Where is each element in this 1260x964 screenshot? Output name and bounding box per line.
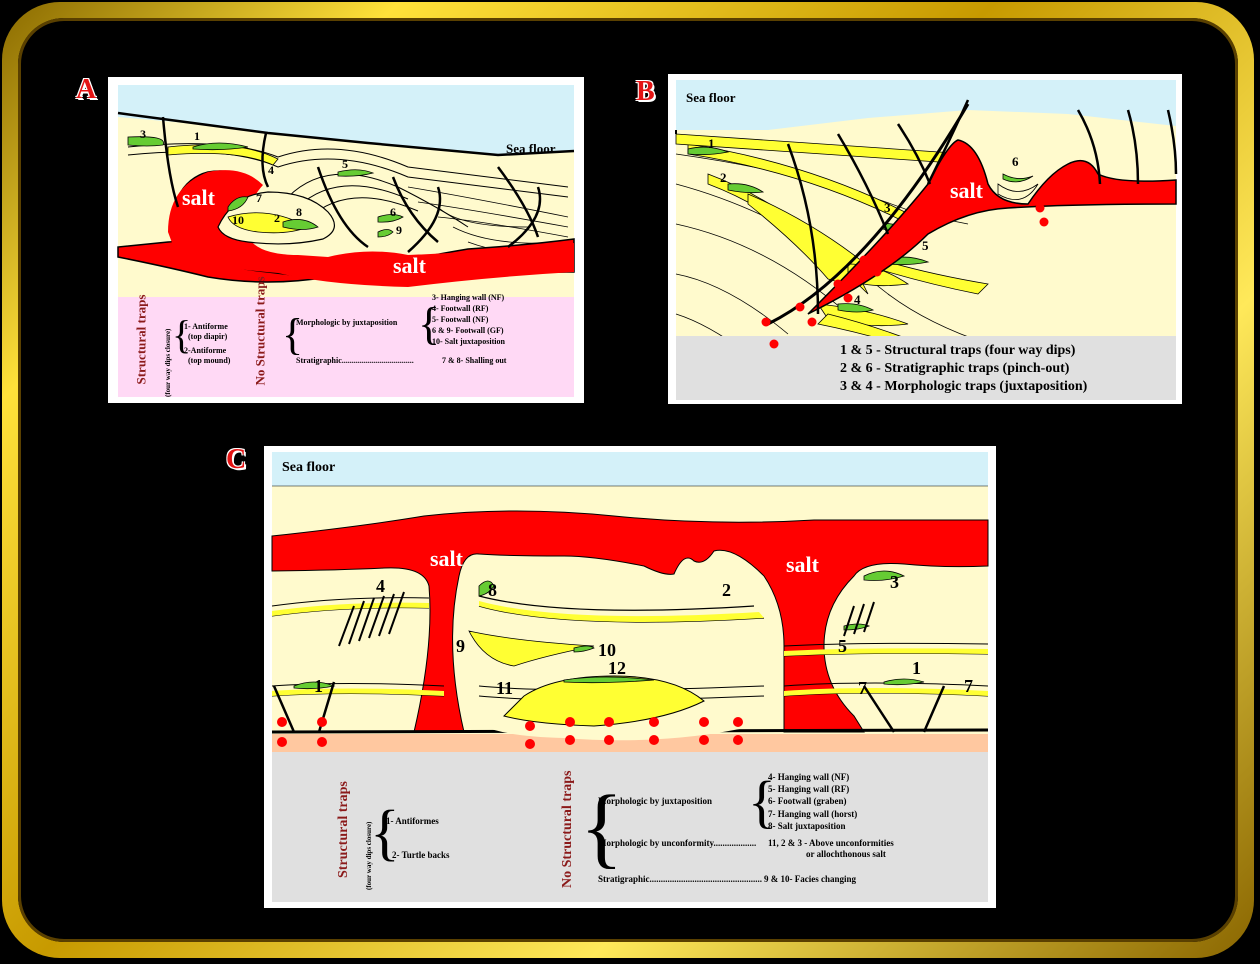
num-b-1: 1 xyxy=(708,136,715,151)
brace-c2: { xyxy=(580,778,624,877)
legend-b-line-3: 3 & 4 - Morphologic traps (juxtaposition… xyxy=(840,379,1088,394)
panel-a-letter: A xyxy=(76,74,97,105)
structural-traps-title-c: Structural traps xyxy=(336,781,351,878)
c-unconformity-label: Morphologic by unconformity.............… xyxy=(598,838,757,848)
panel-c-diagram xyxy=(271,452,989,902)
legend-a-bg xyxy=(118,297,574,397)
a-stratigraphic-label: Stratigraphic...........................… xyxy=(296,356,414,365)
c-stratigraphic-label: Stratigraphic...........................… xyxy=(598,874,762,884)
num-a-6: 6 xyxy=(390,205,396,219)
num-c-7a: 7 xyxy=(858,678,867,698)
a-struct-item-1: 1- Antiforme xyxy=(184,322,228,331)
num-a-9: 9 xyxy=(396,223,402,237)
num-c-10: 10 xyxy=(598,640,616,660)
a-stratigraphic-value: 7 & 8- Shalling out xyxy=(442,356,507,365)
c-morph-item-3: 6- Footwall (graben) xyxy=(768,796,847,806)
brace-c1: { xyxy=(370,799,400,867)
c-stratigraphic-value: 9 & 10- Facies changing xyxy=(764,874,856,884)
panel-a: salt salt Sea floor 3 1 4 5 7 10 2 8 6 9… xyxy=(108,77,584,403)
sea-floor-label-b: Sea floor xyxy=(686,90,736,105)
a-morph-item-1: 3- Hanging wall (NF) xyxy=(432,293,505,302)
c-morphologic-label: Morphologic by juxtaposition xyxy=(598,796,713,806)
c-unconformity-value-2: or allochthonous salt xyxy=(806,849,886,859)
sea-c xyxy=(272,452,988,486)
a-struct-item-4: (top mound) xyxy=(188,356,231,365)
sea-floor-label-c: Sea floor xyxy=(282,460,336,475)
num-c-7b: 7 xyxy=(964,676,973,696)
num-a-5: 5 xyxy=(342,157,348,171)
a-morphologic-label: Morphologic by juxtaposition xyxy=(296,318,398,327)
a-struct-item-2: (top diapir) xyxy=(188,332,228,341)
num-c-9: 9 xyxy=(456,636,465,656)
a-morph-item-4: 6 & 9- Footwall (GF) xyxy=(432,326,504,335)
panel-b: Sea floor salt 1 2 3 4 5 6 1 & 5 - Struc… xyxy=(668,74,1182,404)
num-c-5: 5 xyxy=(838,636,847,656)
num-c-1a: 1 xyxy=(314,676,323,696)
panel-b-letter: B xyxy=(636,76,655,107)
salt-label-c2: salt xyxy=(786,552,819,577)
num-b-6: 6 xyxy=(1012,154,1019,169)
num-b-2: 2 xyxy=(720,170,727,185)
structural-traps-title-a: Structural traps xyxy=(133,294,149,385)
brace-a3: { xyxy=(418,298,441,349)
salt-label-a2: salt xyxy=(393,253,426,278)
num-c-8: 8 xyxy=(488,580,497,600)
c-unconformity-value-1: 11, 2 & 3 - Above unconformities xyxy=(768,838,894,848)
structural-traps-sub-a: (four way dips closure) xyxy=(164,328,172,397)
num-c-2: 2 xyxy=(722,580,731,600)
num-c-4: 4 xyxy=(376,576,385,596)
num-a-1: 1 xyxy=(194,129,200,143)
num-c-11: 11 xyxy=(496,678,514,698)
salt-label-a1: salt xyxy=(182,185,215,210)
num-c-3: 3 xyxy=(890,572,899,592)
sea-b xyxy=(676,80,1176,130)
nonstructural-traps-title-a: No Structural traps xyxy=(252,276,268,386)
brace-a1: { xyxy=(172,312,192,357)
num-b-4: 4 xyxy=(854,292,861,307)
num-a-2: 2 xyxy=(274,211,280,225)
a-struct-item-3: 2-Antiforme xyxy=(184,346,227,355)
a-morph-item-5: 10- Salt juxtaposition xyxy=(432,337,505,346)
a-morph-item-2: 4- Footwall (RF) xyxy=(432,304,489,313)
legend-c-bg xyxy=(272,752,988,902)
c-morph-item-5: 8- Salt juxtaposition xyxy=(768,821,846,831)
panel-b-diagram xyxy=(675,80,1178,400)
legend-b-line-1: 1 & 5 - Structural traps (four way dips) xyxy=(840,343,1076,358)
c-morph-item-2: 5- Hanging wall (RF) xyxy=(768,784,850,794)
panel-c-letter: C xyxy=(226,444,247,475)
num-a-7: 7 xyxy=(256,191,262,205)
a-morph-item-3: 5- Footwall (NF) xyxy=(432,315,489,324)
panel-c: Sea floor salt salt 4 8 2 3 9 10 12 5 1 … xyxy=(264,446,996,908)
legend-b-line-2: 2 & 6 - Stratigraphic traps (pinch-out) xyxy=(840,361,1070,376)
num-a-4: 4 xyxy=(268,163,274,177)
brace-a2: { xyxy=(282,310,304,359)
salt-label-b: salt xyxy=(950,178,983,203)
panel-a-diagram xyxy=(117,85,575,397)
num-a-8: 8 xyxy=(296,205,302,219)
c-struct-item-1: 1- Antiformes xyxy=(386,816,439,826)
sea-a xyxy=(118,85,574,155)
brace-c3: { xyxy=(748,769,776,834)
num-c-12: 12 xyxy=(608,658,626,678)
c-struct-item-2: 2- Turtle backs xyxy=(392,850,450,860)
c-morph-item-4: 7- Hanging wall (horst) xyxy=(768,809,858,819)
num-c-1b: 1 xyxy=(912,658,921,678)
num-a-10: 10 xyxy=(232,213,244,227)
num-b-3: 3 xyxy=(884,200,891,215)
nonstructural-traps-title-c: No Structural traps xyxy=(560,770,575,888)
num-b-5: 5 xyxy=(922,238,929,253)
sea-floor-label-a: Sea floor xyxy=(506,141,556,156)
num-a-3: 3 xyxy=(140,127,146,141)
c-morph-item-1: 4- Hanging wall (NF) xyxy=(768,772,850,782)
salt-label-c1: salt xyxy=(430,546,463,571)
legend-b-bg xyxy=(676,336,1176,400)
